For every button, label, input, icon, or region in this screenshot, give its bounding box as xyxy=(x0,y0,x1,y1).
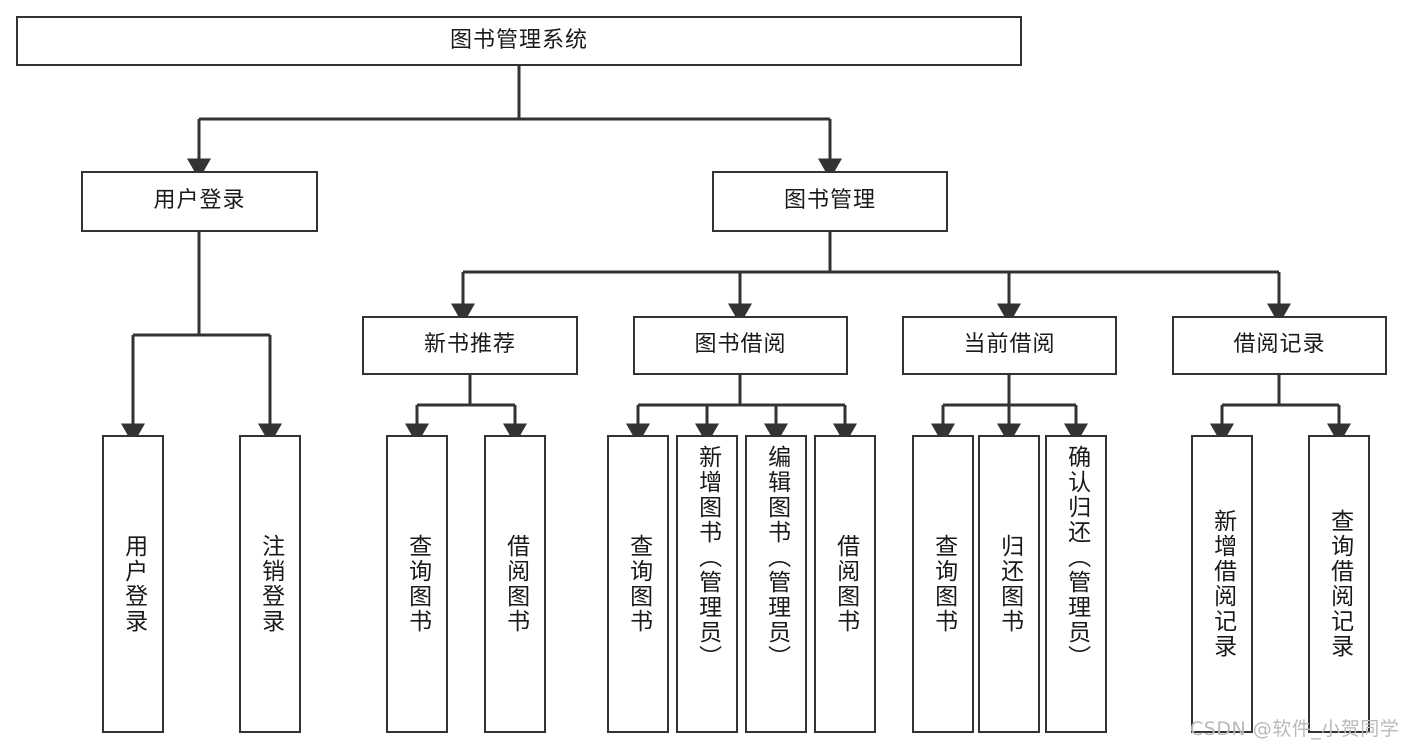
node-label: 查询图书 xyxy=(404,534,431,634)
leaf-return-book[interactable]: 归还图书 xyxy=(978,435,1040,733)
node-new-book-recommend[interactable]: 新书推荐 xyxy=(362,316,578,375)
leaf-query-book-1[interactable]: 查询图书 xyxy=(386,435,448,733)
node-label: 新增图书（管理员） xyxy=(694,445,721,670)
node-label: 图书管理系统 xyxy=(449,27,588,53)
node-borrow-record[interactable]: 借阅记录 xyxy=(1172,316,1387,375)
leaf-user-logout[interactable]: 注销登录 xyxy=(239,435,301,733)
csdn-watermark: CSDN @软件_小贺同学 xyxy=(1190,718,1400,740)
node-book-manage[interactable]: 图书管理 xyxy=(712,171,948,232)
leaf-add-book[interactable]: 新增图书（管理员） xyxy=(676,435,738,733)
node-label: 新增借阅记录 xyxy=(1209,509,1236,659)
node-label: 借阅图书 xyxy=(502,534,529,634)
node-label: 图书管理 xyxy=(783,188,876,214)
node-label: 新书推荐 xyxy=(423,332,516,358)
node-label: 查询图书 xyxy=(930,534,957,634)
node-book-borrow[interactable]: 图书借阅 xyxy=(633,316,848,375)
leaf-query-book-3[interactable]: 查询图书 xyxy=(912,435,974,733)
node-label: 归还图书 xyxy=(996,534,1023,634)
node-label: 借阅图书 xyxy=(832,534,859,634)
leaf-add-record[interactable]: 新增借阅记录 xyxy=(1191,435,1253,733)
node-label: 图书借阅 xyxy=(694,332,787,358)
node-label: 用户登录 xyxy=(153,188,246,214)
leaf-confirm-return[interactable]: 确认归还（管理员） xyxy=(1045,435,1107,733)
node-root[interactable]: 图书管理系统 xyxy=(16,16,1022,66)
leaf-query-record[interactable]: 查询借阅记录 xyxy=(1308,435,1370,733)
leaf-edit-book[interactable]: 编辑图书（管理员） xyxy=(745,435,807,733)
leaf-user-login[interactable]: 用户登录 xyxy=(102,435,164,733)
node-label: 用户登录 xyxy=(120,534,147,634)
leaf-borrow-book-2[interactable]: 借阅图书 xyxy=(814,435,876,733)
node-current-borrow[interactable]: 当前借阅 xyxy=(902,316,1117,375)
node-label: 编辑图书（管理员） xyxy=(763,445,790,670)
node-label: 查询图书 xyxy=(625,534,652,634)
leaf-borrow-book-1[interactable]: 借阅图书 xyxy=(484,435,546,733)
node-label: 借阅记录 xyxy=(1233,332,1326,358)
node-user-login[interactable]: 用户登录 xyxy=(81,171,318,232)
node-label: 当前借阅 xyxy=(963,332,1056,358)
node-label: 查询借阅记录 xyxy=(1326,509,1353,659)
leaf-query-book-2[interactable]: 查询图书 xyxy=(607,435,669,733)
node-label: 确认归还（管理员） xyxy=(1063,445,1090,670)
node-label: 注销登录 xyxy=(257,534,284,634)
